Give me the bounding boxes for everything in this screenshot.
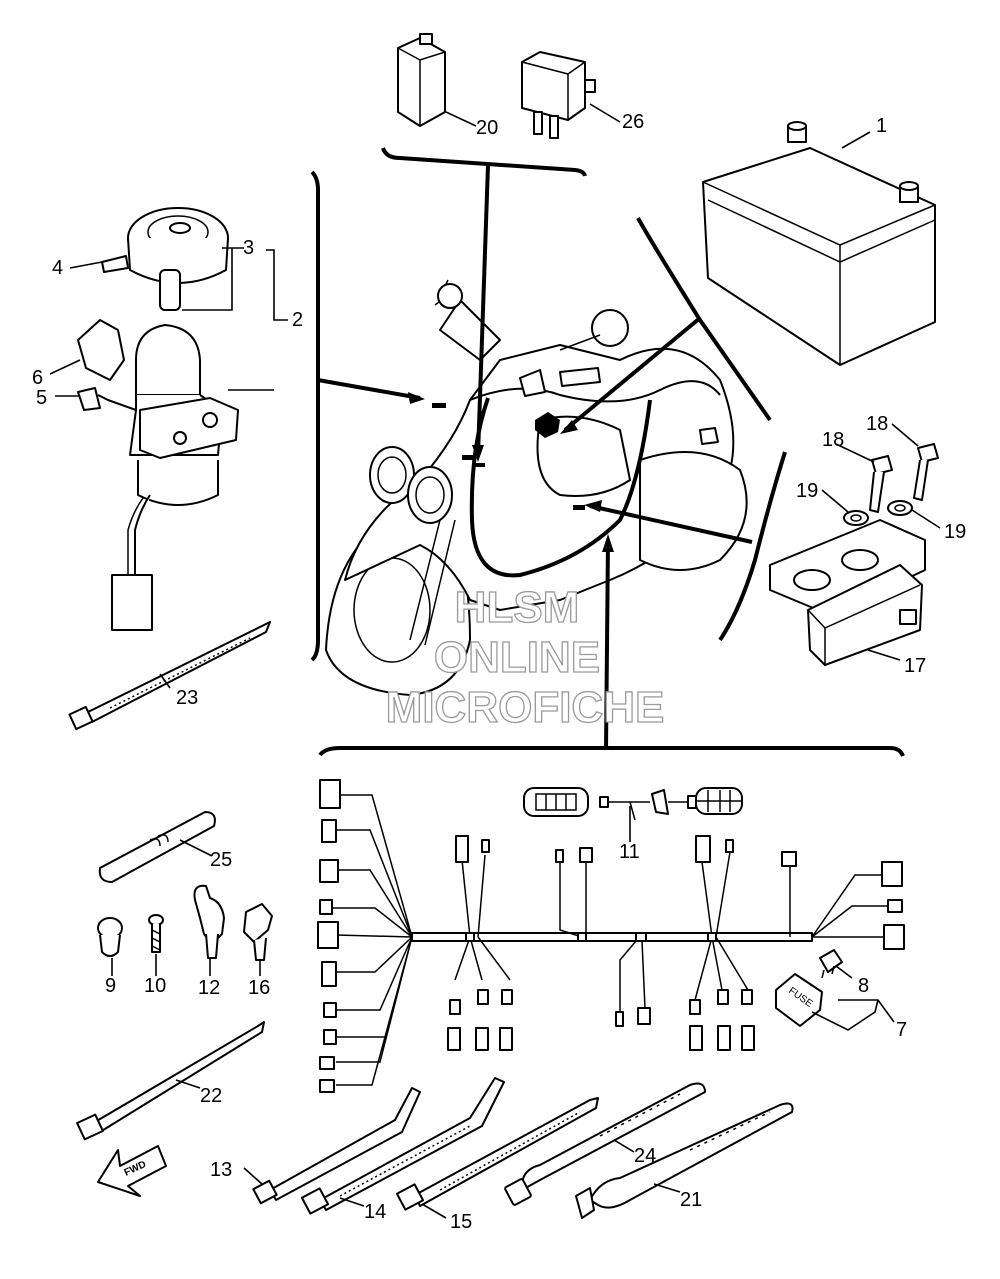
part-9-grommet: [97, 917, 123, 957]
watermark: HLSM ONLINE MICROFICHE: [385, 582, 665, 732]
part-22-cable-tie: [76, 1021, 265, 1141]
pointer-arrows: [317, 164, 753, 751]
callout-21: 21: [680, 1189, 702, 1211]
callout-18a: 18: [822, 429, 844, 451]
callouts: 1 2 3 4 5 6 7 8 9 10 11 12 13 14 15 16 1…: [32, 111, 966, 1233]
callout-1: 1: [876, 115, 887, 137]
callout-15: 15: [450, 1211, 472, 1233]
callout-26: 26: [622, 111, 644, 133]
callout-17: 17: [904, 655, 926, 677]
part-7-fuse-box: FUSE: [775, 973, 823, 1027]
group-brackets: [310, 147, 905, 757]
part-25-tube: [98, 811, 216, 883]
part-13-cable-tie: [252, 1087, 421, 1205]
fwd-arrow: FWD: [97, 1145, 167, 1197]
callout-8: 8: [858, 975, 869, 997]
wire-harness: [317, 779, 905, 1093]
callout-20: 20: [476, 117, 498, 139]
callout-13: 13: [210, 1159, 232, 1181]
callout-14: 14: [364, 1201, 386, 1223]
callout-3: 3: [243, 237, 254, 259]
part-2-main-switch: [77, 207, 239, 631]
callout-7: 7: [896, 1019, 907, 1041]
callout-4: 4: [52, 257, 63, 279]
callout-11: 11: [619, 841, 640, 863]
part-8-fuse: [819, 949, 843, 979]
watermark-line-1: HLSM: [455, 583, 580, 632]
callout-19a: 19: [796, 480, 818, 502]
part-15-cable-tie: [395, 1097, 599, 1211]
part-23-cable-tie: [68, 621, 271, 731]
callout-24: 24: [634, 1145, 656, 1167]
part-26-flasher: [521, 51, 596, 139]
callout-5: 5: [36, 387, 47, 409]
callout-6: 6: [32, 367, 43, 389]
part-1-battery: [702, 121, 936, 366]
scooter-body: [325, 279, 748, 696]
callout-25: 25: [210, 849, 232, 871]
part-20-relay: [397, 33, 446, 127]
callout-19b: 19: [944, 521, 966, 543]
part-21-cable-tie: [575, 1102, 794, 1219]
part-24-cable-tie: [504, 1082, 706, 1206]
part-10-screw: [148, 914, 164, 953]
callout-12: 12: [198, 977, 220, 999]
callout-16: 16: [248, 977, 270, 999]
part-14-cable-tie: [300, 1077, 505, 1215]
watermark-line-3: MICROFICHE: [386, 683, 665, 732]
part-16-clip: [243, 903, 273, 961]
callout-10: 10: [144, 975, 166, 997]
part-12-clamp: [193, 884, 225, 959]
callout-9: 9: [105, 975, 116, 997]
part-11-coupler: [523, 787, 743, 821]
callout-23: 23: [176, 687, 198, 709]
callout-18b: 18: [866, 413, 888, 435]
callout-2: 2: [292, 309, 303, 331]
part-18-bolts: [869, 443, 939, 513]
leader-lines: [49, 103, 941, 1219]
part-17-bracket: [769, 519, 926, 666]
watermark-line-2: ONLINE: [434, 633, 600, 682]
part-19-washers: [843, 500, 913, 526]
callout-22: 22: [200, 1085, 222, 1107]
